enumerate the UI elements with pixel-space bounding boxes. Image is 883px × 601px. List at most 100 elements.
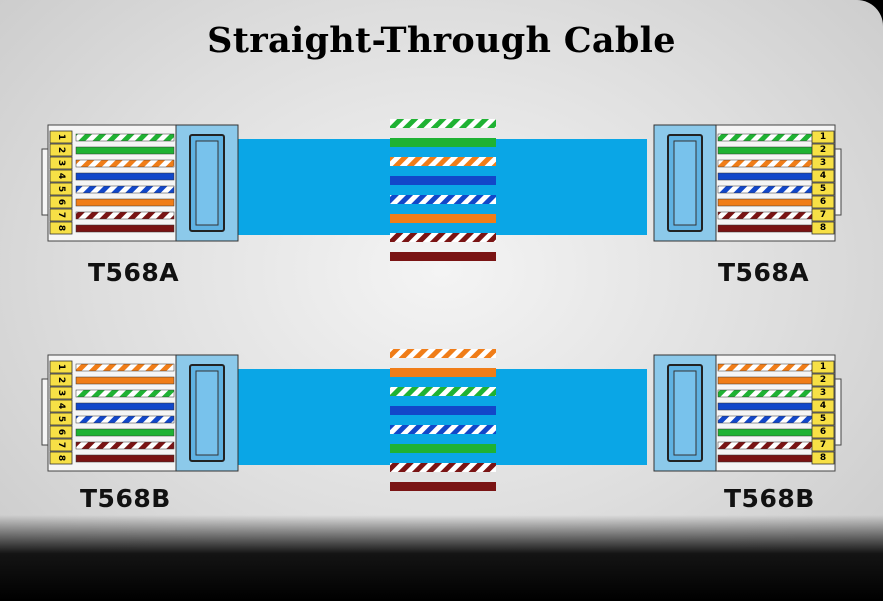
- legend-wire-8: [390, 252, 496, 261]
- legend-wire-1: [390, 349, 496, 358]
- pin-number-7: 7: [56, 212, 66, 218]
- pin-contact-8: [811, 451, 835, 465]
- connector-wire-1: [717, 363, 817, 372]
- connector-wire-6: [75, 428, 175, 437]
- pin-number-1: 1: [820, 362, 826, 372]
- bottom-right-standard-label: T568B: [724, 484, 815, 513]
- pin-contact-7: [811, 438, 835, 452]
- pin-contact-5: [811, 182, 835, 196]
- pin-contact-8: [49, 221, 73, 235]
- pin-number-6: 6: [56, 429, 66, 435]
- connector-wire-7: [75, 441, 175, 450]
- connector-wire-3: [75, 159, 175, 168]
- pin-contact-7: [49, 438, 73, 452]
- pin-number-2: 2: [820, 145, 826, 155]
- connector-wire-5: [75, 185, 175, 194]
- pin-number-6: 6: [820, 197, 826, 207]
- pin-number-4: 4: [820, 401, 826, 411]
- pin-number-6: 6: [56, 199, 66, 205]
- pin-contact-4: [811, 169, 835, 183]
- connector-wire-4: [75, 172, 175, 181]
- connector-wire-4: [75, 402, 175, 411]
- legend-wire-2: [390, 368, 496, 377]
- legend-wire-1: [390, 119, 496, 128]
- pin-number-8: 8: [56, 455, 66, 461]
- top-left-standard-label: T568A: [88, 258, 180, 287]
- pin-contact-4: [49, 399, 73, 413]
- connector-wire-8: [75, 454, 175, 463]
- plug-tab: [41, 148, 49, 216]
- pin-contact-4: [811, 399, 835, 413]
- connector-wire-5: [717, 185, 817, 194]
- pin-number-4: 4: [820, 171, 826, 181]
- pin-contact-3: [811, 386, 835, 400]
- pin-contact-3: [811, 156, 835, 170]
- pin-number-7: 7: [820, 440, 826, 450]
- pin-number-5: 5: [820, 184, 826, 194]
- plug-tab: [834, 378, 842, 446]
- connector-wire-5: [717, 415, 817, 424]
- pin-contact-5: [49, 182, 73, 196]
- connector-wire-3: [717, 159, 817, 168]
- plug-latch-inner: [673, 140, 697, 226]
- legend-wire-7: [390, 233, 496, 242]
- pin-contact-1: [811, 360, 835, 374]
- connector-wire-1: [75, 133, 175, 142]
- legend-wire-7: [390, 463, 496, 472]
- pin-contact-1: [811, 130, 835, 144]
- connector-wire-4: [717, 402, 817, 411]
- plug-latch-inner: [195, 370, 219, 456]
- connector-wire-8: [717, 454, 817, 463]
- legend-wire-5: [390, 425, 496, 434]
- pin-contact-7: [49, 208, 73, 222]
- connector-wire-2: [75, 146, 175, 155]
- connector-wire-2: [717, 146, 817, 155]
- connector-wire-1: [717, 133, 817, 142]
- connector-wire-7: [717, 441, 817, 450]
- pin-contact-6: [49, 425, 73, 439]
- pin-number-2: 2: [56, 377, 66, 383]
- pin-contact-7: [811, 208, 835, 222]
- connector-wire-1: [75, 363, 175, 372]
- connector-wire-2: [75, 376, 175, 385]
- connector-wire-3: [717, 389, 817, 398]
- page-title: Straight-Through Cable: [207, 20, 676, 61]
- pin-number-1: 1: [820, 132, 826, 142]
- plug-latch-inner: [673, 370, 697, 456]
- connector-wire-6: [75, 198, 175, 207]
- pin-number-3: 3: [820, 158, 826, 168]
- legend-wire-4: [390, 406, 496, 415]
- pin-number-1: 1: [56, 364, 66, 370]
- legend-wire-2: [390, 138, 496, 147]
- pin-contact-2: [49, 143, 73, 157]
- top-right-standard-label: T568A: [718, 258, 810, 287]
- plug-tab: [41, 378, 49, 446]
- pin-number-5: 5: [820, 414, 826, 424]
- pin-contact-2: [811, 373, 835, 387]
- connector-wire-4: [717, 172, 817, 181]
- legend-wire-5: [390, 195, 496, 204]
- connector-wire-7: [717, 211, 817, 220]
- pin-contact-8: [49, 451, 73, 465]
- pin-number-3: 3: [56, 160, 66, 166]
- pin-number-6: 6: [820, 427, 826, 437]
- pin-contact-3: [49, 386, 73, 400]
- pin-number-2: 2: [56, 147, 66, 153]
- pin-contact-1: [49, 360, 73, 374]
- pin-number-3: 3: [820, 388, 826, 398]
- pin-number-4: 4: [56, 403, 66, 409]
- pin-contact-6: [811, 425, 835, 439]
- pin-contact-2: [49, 373, 73, 387]
- connector-wire-7: [75, 211, 175, 220]
- pin-contact-6: [49, 195, 73, 209]
- pin-contact-3: [49, 156, 73, 170]
- pin-number-8: 8: [820, 223, 826, 233]
